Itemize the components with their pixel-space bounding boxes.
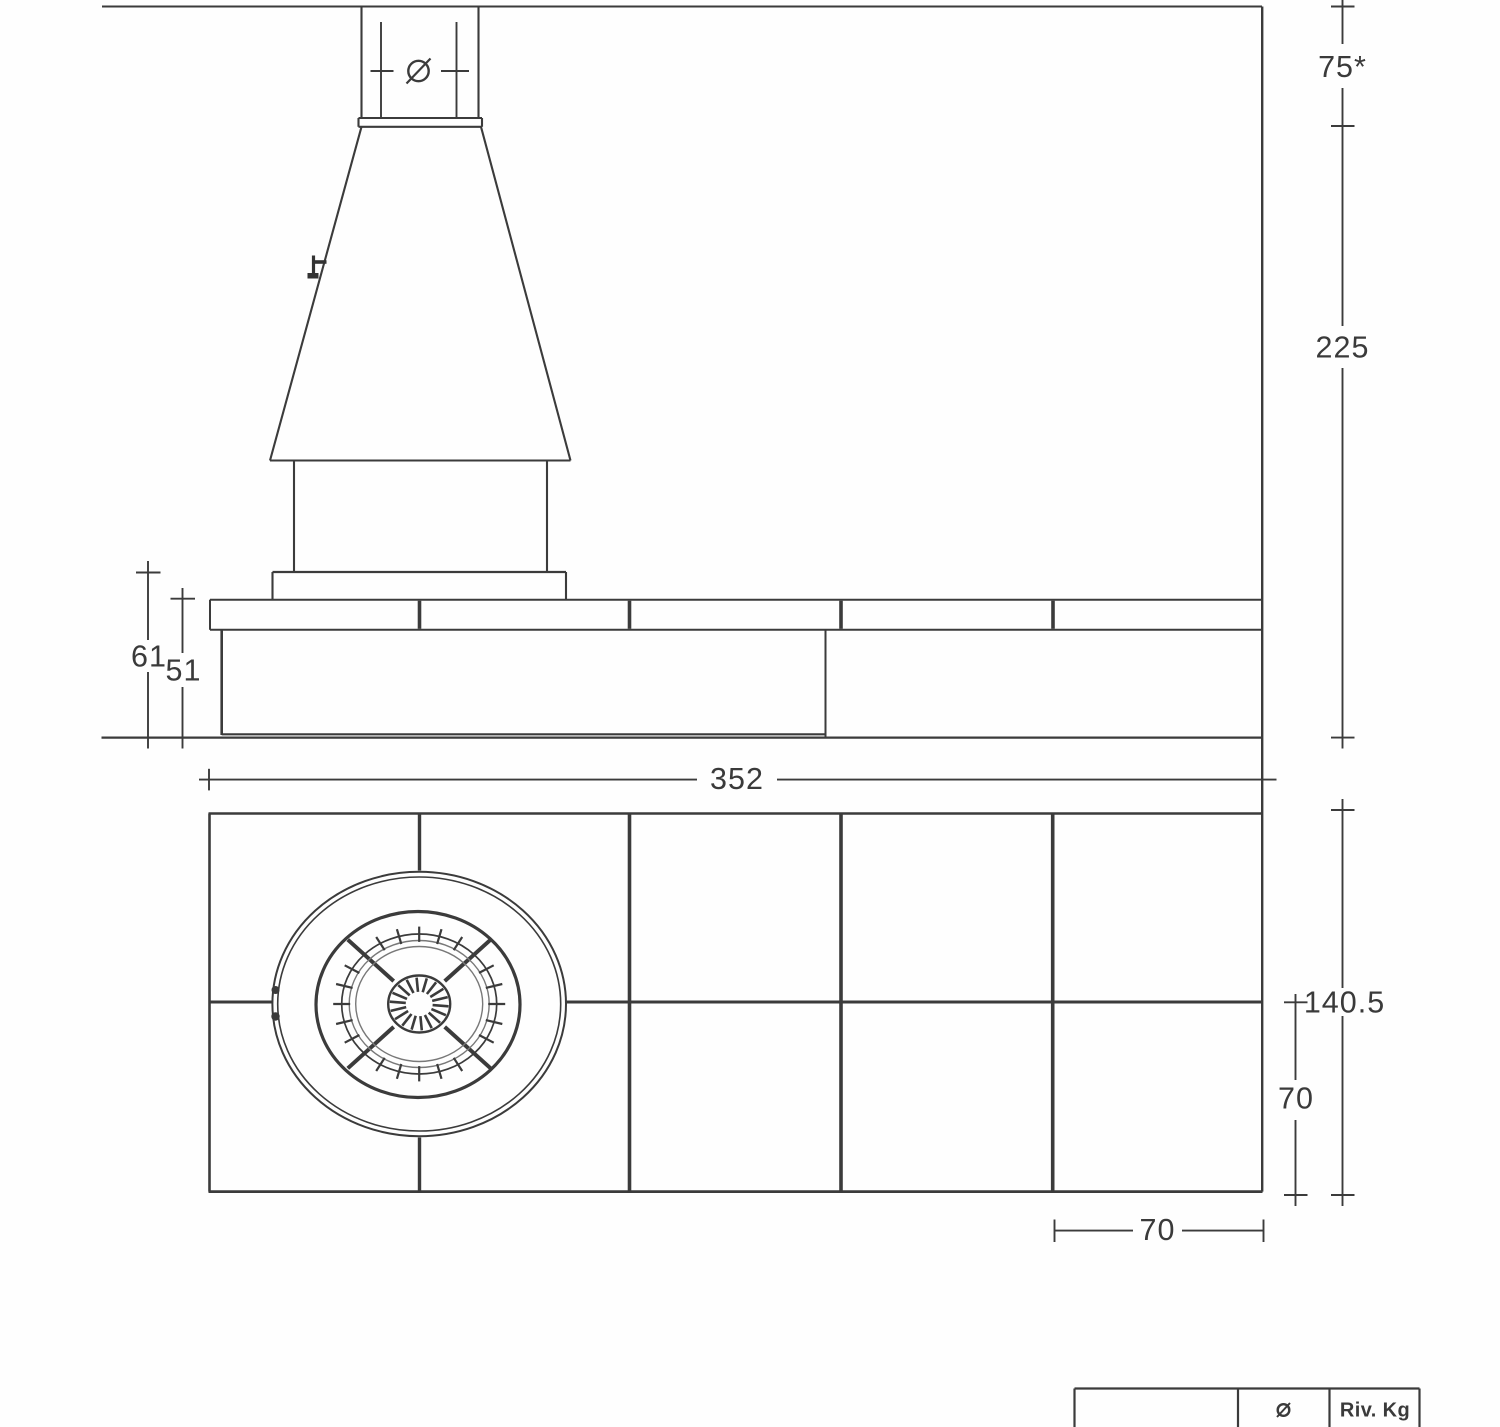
svg-text:75*: 75* xyxy=(1318,50,1367,84)
svg-text:61: 61 xyxy=(131,640,167,674)
svg-text:51: 51 xyxy=(166,654,202,688)
svg-text:140.5: 140.5 xyxy=(1304,986,1385,1020)
svg-text:225: 225 xyxy=(1316,331,1370,365)
svg-text:Riv. Kg: Riv. Kg xyxy=(1340,1400,1410,1422)
svg-text:70: 70 xyxy=(1140,1213,1176,1247)
svg-text:70: 70 xyxy=(1278,1082,1314,1116)
svg-text:352: 352 xyxy=(710,762,764,796)
